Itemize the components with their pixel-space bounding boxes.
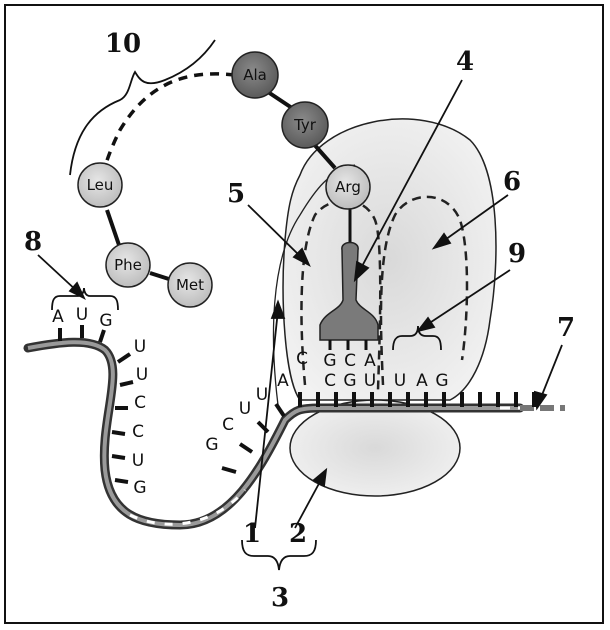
label-4: 4 xyxy=(456,47,474,77)
label-10: 10 xyxy=(105,29,141,59)
svg-text:C: C xyxy=(324,371,336,391)
svg-text:U: U xyxy=(239,399,251,419)
svg-text:G: G xyxy=(323,351,336,371)
bead-phe: Phe xyxy=(106,243,150,287)
svg-text:U: U xyxy=(256,385,268,405)
svg-text:U: U xyxy=(364,371,376,391)
svg-text:C: C xyxy=(296,349,308,369)
svg-text:Tyr: Tyr xyxy=(293,116,317,134)
label-1: 1 xyxy=(243,519,261,549)
bead-leu: Leu xyxy=(78,163,122,207)
bead-arg: Arg xyxy=(326,165,370,209)
svg-text:A: A xyxy=(277,371,289,391)
svg-text:Met: Met xyxy=(176,276,204,294)
svg-text:G: G xyxy=(133,478,146,498)
svg-text:C: C xyxy=(134,393,146,413)
bead-ala: Ala xyxy=(232,52,278,98)
bead-tyr: Tyr xyxy=(282,102,328,148)
bead-met: Met xyxy=(168,263,212,307)
peptide-dashed-link xyxy=(103,74,235,175)
svg-text:U: U xyxy=(394,371,406,391)
label-9: 9 xyxy=(508,239,526,269)
label-3: 3 xyxy=(271,583,289,613)
svg-text:C: C xyxy=(344,351,356,371)
svg-text:G: G xyxy=(99,311,112,331)
brace-10 xyxy=(70,40,215,175)
svg-text:C: C xyxy=(222,415,234,435)
label-5: 5 xyxy=(227,179,245,209)
svg-text:A: A xyxy=(52,307,64,327)
svg-text:U: U xyxy=(132,451,144,471)
svg-text:U: U xyxy=(134,337,146,357)
svg-text:U: U xyxy=(136,365,148,385)
svg-text:Ala: Ala xyxy=(243,66,267,84)
label-2: 2 xyxy=(289,519,307,549)
label-6: 6 xyxy=(503,167,521,197)
svg-text:Arg: Arg xyxy=(335,178,361,196)
large-subunit xyxy=(283,119,496,400)
svg-text:G: G xyxy=(205,435,218,455)
svg-text:G: G xyxy=(435,371,448,391)
label-8: 8 xyxy=(24,227,42,257)
svg-text:U: U xyxy=(76,305,88,325)
svg-text:Phe: Phe xyxy=(114,256,142,274)
svg-text:G: G xyxy=(343,371,356,391)
svg-text:Leu: Leu xyxy=(87,176,114,194)
anticodon-letters: G C A xyxy=(323,351,376,371)
label-7: 7 xyxy=(557,313,575,343)
svg-text:A: A xyxy=(364,351,376,371)
svg-text:A: A xyxy=(416,371,428,391)
svg-text:C: C xyxy=(132,422,144,442)
